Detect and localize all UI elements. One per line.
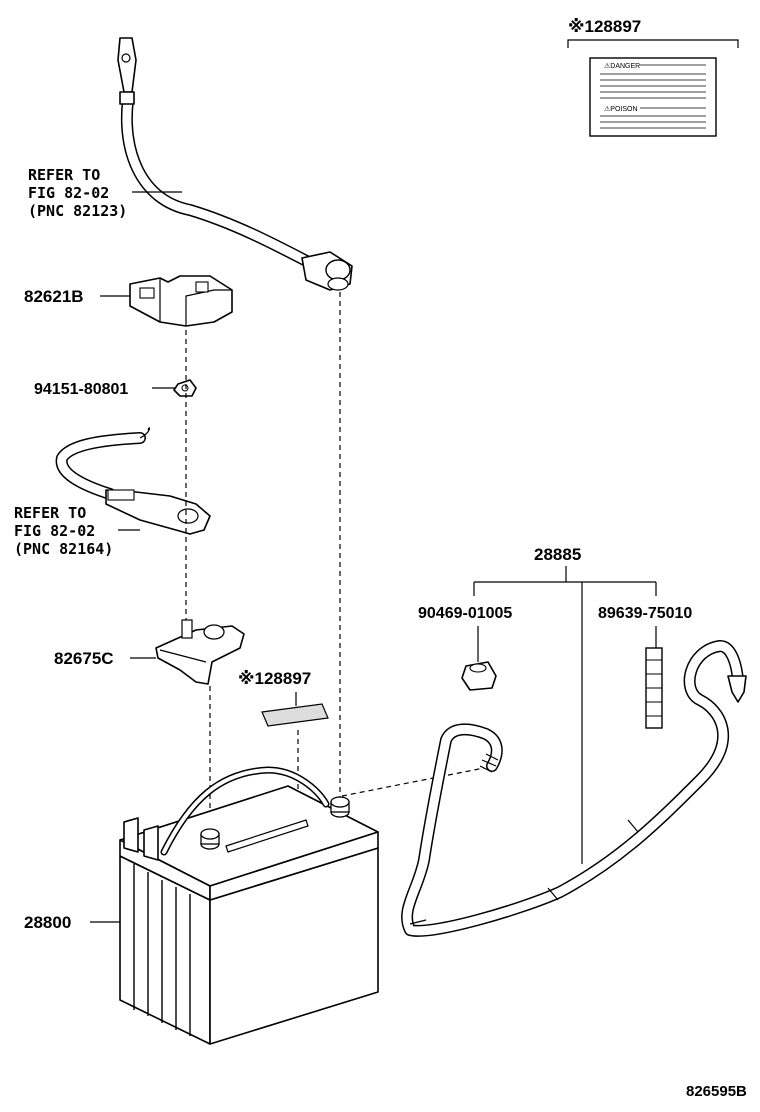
- plug-90469-label: 90469-01005: [418, 605, 512, 622]
- nut-94151-label: 94151-80801: [34, 381, 128, 398]
- vent-hose-icon: [401, 640, 747, 937]
- refer-top-line3: (PNC 82123): [28, 202, 127, 220]
- battery-cable-icon: [55, 427, 211, 535]
- vent-plug-icon: [461, 661, 497, 691]
- battery-cable-icon: [117, 37, 353, 291]
- battery-28800-label: 28800: [24, 913, 71, 932]
- clamp-89639-label: 89639-75010: [598, 605, 692, 622]
- label-sheet-mid-callout: ※128897: [238, 669, 311, 688]
- battery-terminal-icon: [155, 619, 245, 685]
- caution-label-icon: ⚠DANGER ⚠POISON: [567, 39, 739, 137]
- battery-clamp-icon: [129, 275, 233, 327]
- refer-mid-line1: REFER TO: [14, 504, 86, 522]
- danger-text: ⚠DANGER: [604, 62, 640, 70]
- hose-assy-label: 28885: [534, 545, 581, 564]
- caution-label-icon: [261, 703, 329, 727]
- refer-top-line2: FIG 82-02: [28, 184, 109, 202]
- refer-top-line1: REFER TO: [28, 166, 100, 184]
- refer-mid-line3: (PNC 82164): [14, 540, 113, 558]
- poison-text: ⚠POISON: [604, 105, 638, 113]
- figure-id: 826595B: [686, 1083, 747, 1100]
- hose-clamp-icon: [645, 647, 663, 729]
- refer-mid-line2: FIG 82-02: [14, 522, 95, 540]
- terminal-82675c-label: 82675C: [54, 649, 114, 668]
- label-sheet-top-callout: ※128897: [568, 17, 641, 36]
- nut-icon: [173, 379, 197, 397]
- battery-icon: [119, 766, 379, 1045]
- clamp-82621b-label: 82621B: [24, 287, 84, 306]
